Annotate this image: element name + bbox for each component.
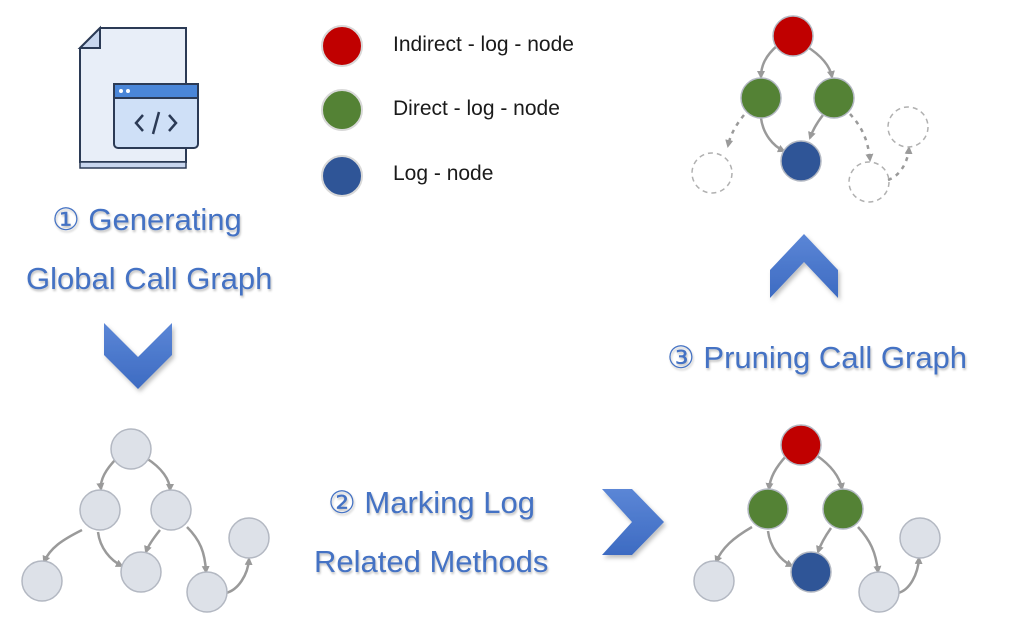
edge	[808, 114, 824, 140]
pruned-edge	[887, 146, 913, 182]
edge	[145, 456, 174, 492]
graph-node	[150, 489, 192, 531]
pruned-node	[887, 106, 929, 148]
edge	[857, 526, 882, 574]
edge	[805, 44, 835, 79]
edge	[42, 528, 83, 564]
graph-node	[186, 571, 228, 613]
legend-label-log: Log - node	[393, 162, 494, 185]
chevron-down-icon	[104, 323, 172, 389]
step2-title-line2: Related Methods	[314, 544, 549, 579]
pruned-node	[848, 161, 890, 203]
edge	[759, 117, 786, 153]
log-node	[780, 140, 822, 182]
direct-log-node	[813, 77, 855, 119]
log-node	[790, 551, 832, 593]
indirect-log-node	[780, 424, 822, 466]
step1-title-line2: Global Call Graph	[26, 261, 273, 296]
direct-log-node	[822, 488, 864, 530]
graph-node	[858, 571, 900, 613]
direct-log-node	[747, 488, 789, 530]
edge	[765, 454, 788, 491]
pruned-edge	[849, 113, 874, 162]
pruned-edge	[725, 114, 745, 148]
pruned-node	[691, 152, 733, 194]
edge	[766, 530, 794, 568]
graph-node	[110, 428, 152, 470]
legend-label-indirect: Indirect - log - node	[393, 33, 574, 56]
chevron-up-icon	[770, 234, 838, 298]
step3-title: ③ Pruning Call Graph	[667, 340, 968, 375]
edge	[757, 44, 779, 79]
indirect-log-node	[772, 15, 814, 57]
source-code-file-icon	[77, 25, 199, 169]
graph-node	[899, 517, 941, 559]
graph-node	[21, 560, 63, 602]
edge	[96, 457, 118, 491]
graph-node	[228, 517, 270, 559]
graph-node	[120, 551, 162, 593]
marked-call-graph	[714, 453, 923, 595]
edge	[96, 531, 124, 568]
graph-node	[693, 560, 735, 602]
step1-title-line1: ① Generating	[52, 202, 242, 237]
pruned-call-graph	[725, 44, 913, 182]
edge	[815, 453, 845, 491]
edge	[144, 529, 161, 554]
direct-log-node	[740, 77, 782, 119]
edge	[186, 526, 210, 574]
legend-label-direct: Direct - log - node	[393, 97, 560, 120]
chevron-right-icon	[602, 489, 664, 555]
edge	[816, 527, 833, 554]
edge	[897, 556, 923, 595]
step2-title-line1: ② Marking Log	[328, 485, 535, 520]
legend-dot-log	[321, 155, 363, 197]
edge	[714, 525, 753, 564]
legend-dot-indirect	[321, 25, 363, 67]
edge	[225, 557, 253, 595]
legend-dot-direct	[321, 89, 363, 131]
graph-node	[79, 489, 121, 531]
